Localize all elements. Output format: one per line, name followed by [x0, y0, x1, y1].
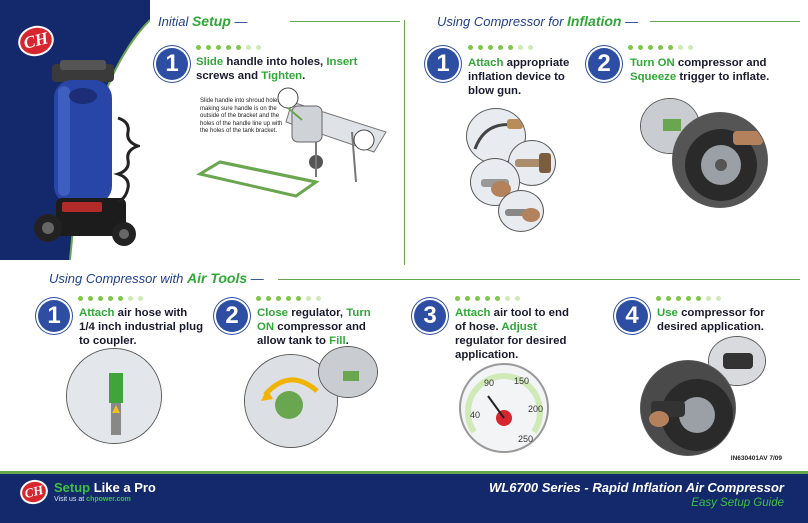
step-number: 1 — [156, 48, 188, 80]
progress-dots — [196, 45, 261, 51]
gauge-tick-label: 200 — [528, 404, 543, 414]
footer-bar — [0, 471, 808, 523]
setup-step-1-text: Slide handle into holes, Insert screws a… — [196, 56, 358, 82]
document-code: IN630401AV 7/09 — [730, 455, 782, 462]
website-link[interactable]: chpower.com — [86, 496, 131, 503]
setup-note: Slide handle into shroud holes, making s… — [200, 98, 283, 134]
air-tools-step-1-text: Attach air hose with 1/4 inch industrial… — [79, 307, 204, 347]
logo-text: CH — [22, 481, 45, 502]
inflation-step-1-text: Attach appropriate inflation device to b… — [468, 57, 570, 97]
gauge-tick-label: 40 — [470, 410, 480, 420]
title-rule — [650, 21, 800, 22]
pressure-gauge: 40 90 150 200 250 — [459, 363, 549, 453]
gauge-tick-label: 250 — [518, 434, 533, 444]
nozzle-image — [498, 190, 544, 232]
air-tools-step-3-text: Attach air tool to end of hose. Adjust r… — [455, 307, 569, 361]
guide-subtitle: Easy Setup Guide — [691, 497, 784, 509]
step-number: 2 — [216, 300, 248, 332]
step-number: 2 — [588, 48, 620, 80]
air-tools-step-2-text: Close regulator, Turn ON compressor and … — [257, 307, 371, 347]
gauge-tick-label: 150 — [514, 376, 529, 386]
blow-gun-detail-image — [466, 108, 526, 164]
coupler-image — [66, 348, 162, 444]
impact-wrench-image — [640, 360, 736, 456]
tagline: Setup Like a Pro — [54, 480, 156, 495]
progress-dots — [78, 296, 143, 302]
step-number: 1 — [38, 300, 70, 332]
title-rule — [290, 21, 400, 22]
handle-diagram — [196, 87, 387, 198]
air-tools-title: Using Compressor with Air Tools — — [49, 270, 264, 286]
compressor-image — [34, 60, 140, 246]
inflation-title: Using Compressor for Inflation — — [437, 13, 639, 29]
gauge-detail-image — [318, 346, 378, 398]
gauge-tick-label: 90 — [484, 378, 494, 388]
website-line: Visit us at chpower.com — [54, 496, 131, 503]
progress-dots — [628, 45, 693, 51]
title-rule — [278, 279, 800, 280]
step-number: 4 — [616, 300, 648, 332]
product-title: WL6700 Series - Rapid Inflation Air Comp… — [489, 480, 784, 495]
step-number: 1 — [427, 48, 459, 80]
tire-inflation-image — [672, 112, 768, 208]
progress-dots — [468, 45, 533, 51]
initial-setup-title: Initial Setup — — [158, 13, 248, 29]
logo-text: CH — [21, 28, 51, 53]
air-tools-step-4-text: Use compressor for desired application. — [657, 307, 765, 333]
progress-dots — [455, 296, 520, 302]
inflation-step-2-text: Turn ON compressor and Squeeze trigger t… — [630, 57, 770, 83]
progress-dots — [256, 296, 321, 302]
section-divider — [404, 20, 405, 265]
progress-dots — [656, 296, 721, 302]
step-number: 3 — [414, 300, 446, 332]
